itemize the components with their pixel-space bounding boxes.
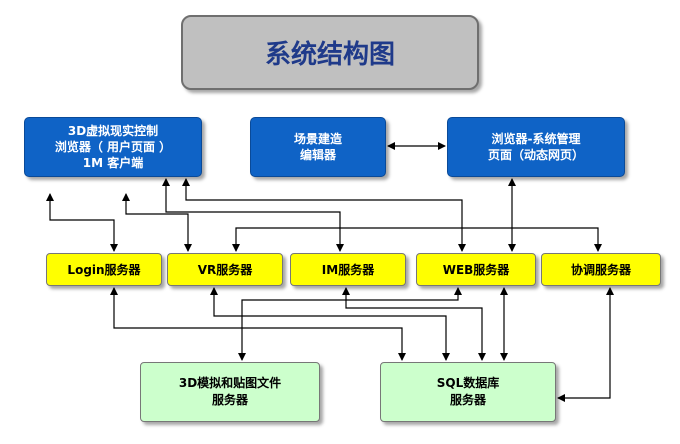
node-client-browser-line-1: 3D虚拟现实控制	[67, 124, 159, 138]
node-coord-server: 协调服务器	[541, 253, 661, 286]
node-im-server-label: IM服务器	[321, 263, 375, 277]
node-model-server: 3D模拟和贴图文件 服务器	[140, 362, 320, 422]
node-model-server-line-1: 3D模拟和贴图文件	[178, 376, 282, 390]
edge-vr-sql	[210, 287, 450, 361]
node-client-browser-line-2: 浏览器（ 用户页面 ）	[54, 140, 172, 154]
edge-coord-sql	[557, 287, 614, 402]
edge-client-im	[162, 178, 344, 252]
node-login-server-label: Login服务器	[67, 263, 141, 277]
node-client-browser-line-3: 1M 客户端	[82, 156, 144, 170]
node-im-server: IM服务器	[290, 253, 406, 286]
node-sql-server-line-1: SQL数据库	[436, 376, 500, 390]
node-sql-server-line-2: 服务器	[449, 393, 486, 407]
edge-login-sql	[110, 287, 406, 361]
edge-client-login	[46, 193, 118, 252]
diagram-title: 系统结构图	[264, 40, 395, 70]
node-vr-server: VR服务器	[167, 253, 283, 286]
node-scene-editor: 场景建造 编辑器	[250, 117, 386, 177]
edge-web-model	[238, 287, 462, 361]
node-client-browser: 3D虚拟现实控制 浏览器（ 用户页面 ） 1M 客户端	[24, 117, 202, 177]
node-admin-browser: 浏览器-系统管理 页面（动态网页）	[447, 117, 625, 177]
node-coord-server-label: 协调服务器	[570, 263, 631, 277]
edge-vr-coord	[232, 227, 602, 252]
node-web-server-label: WEB服务器	[442, 263, 510, 277]
node-scene-editor-line-1: 场景建造	[293, 132, 342, 146]
node-sql-server: SQL数据库 服务器	[380, 362, 556, 422]
node-login-server: Login服务器	[46, 253, 162, 286]
node-web-server: WEB服务器	[416, 253, 536, 286]
node-admin-browser-line-2: 页面（动态网页）	[487, 148, 584, 162]
node-model-server-line-2: 服务器	[211, 393, 248, 407]
node-admin-browser-line-1: 浏览器-系统管理	[491, 132, 581, 146]
node-scene-editor-line-2: 编辑器	[299, 148, 336, 162]
edge-client-web	[182, 178, 466, 252]
edge-client-vr	[122, 193, 192, 252]
title-box: 系统结构图	[181, 15, 479, 90]
node-vr-server-label: VR服务器	[197, 263, 253, 277]
edge-im-sql	[342, 287, 486, 361]
